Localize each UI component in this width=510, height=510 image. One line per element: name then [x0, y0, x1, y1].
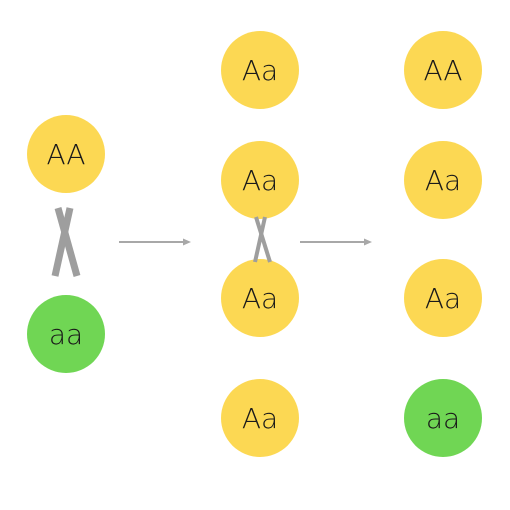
- f2-offspring-circle: aa: [404, 379, 482, 457]
- genotype-label: Aa: [424, 281, 462, 315]
- genotype-label: Aa: [424, 163, 462, 197]
- arrow-right-icon: [119, 238, 191, 246]
- f1-offspring-circle: Aa: [221, 379, 299, 457]
- genotype-label: Aa: [241, 401, 279, 435]
- parent-recessive-circle: aa: [27, 295, 105, 373]
- genotype-label: AA: [423, 53, 463, 87]
- f2-offspring-circle: Aa: [404, 259, 482, 337]
- genotype-label: Aa: [241, 53, 279, 87]
- cross-icon: [51, 207, 81, 277]
- cross-icon: [253, 216, 272, 263]
- f2-offspring-circle: Aa: [404, 141, 482, 219]
- arrow-right-icon: [300, 238, 372, 246]
- genotype-label: AA: [46, 137, 86, 171]
- genotype-label: Aa: [241, 163, 279, 197]
- genotype-label: aa: [48, 317, 84, 351]
- f2-offspring-circle: AA: [404, 31, 482, 109]
- genotype-label: aa: [425, 401, 461, 435]
- parent-dominant-circle: AA: [27, 115, 105, 193]
- f1-offspring-circle: Aa: [221, 259, 299, 337]
- f1-offspring-circle: Aa: [221, 31, 299, 109]
- genotype-label: Aa: [241, 281, 279, 315]
- f1-offspring-circle: Aa: [221, 141, 299, 219]
